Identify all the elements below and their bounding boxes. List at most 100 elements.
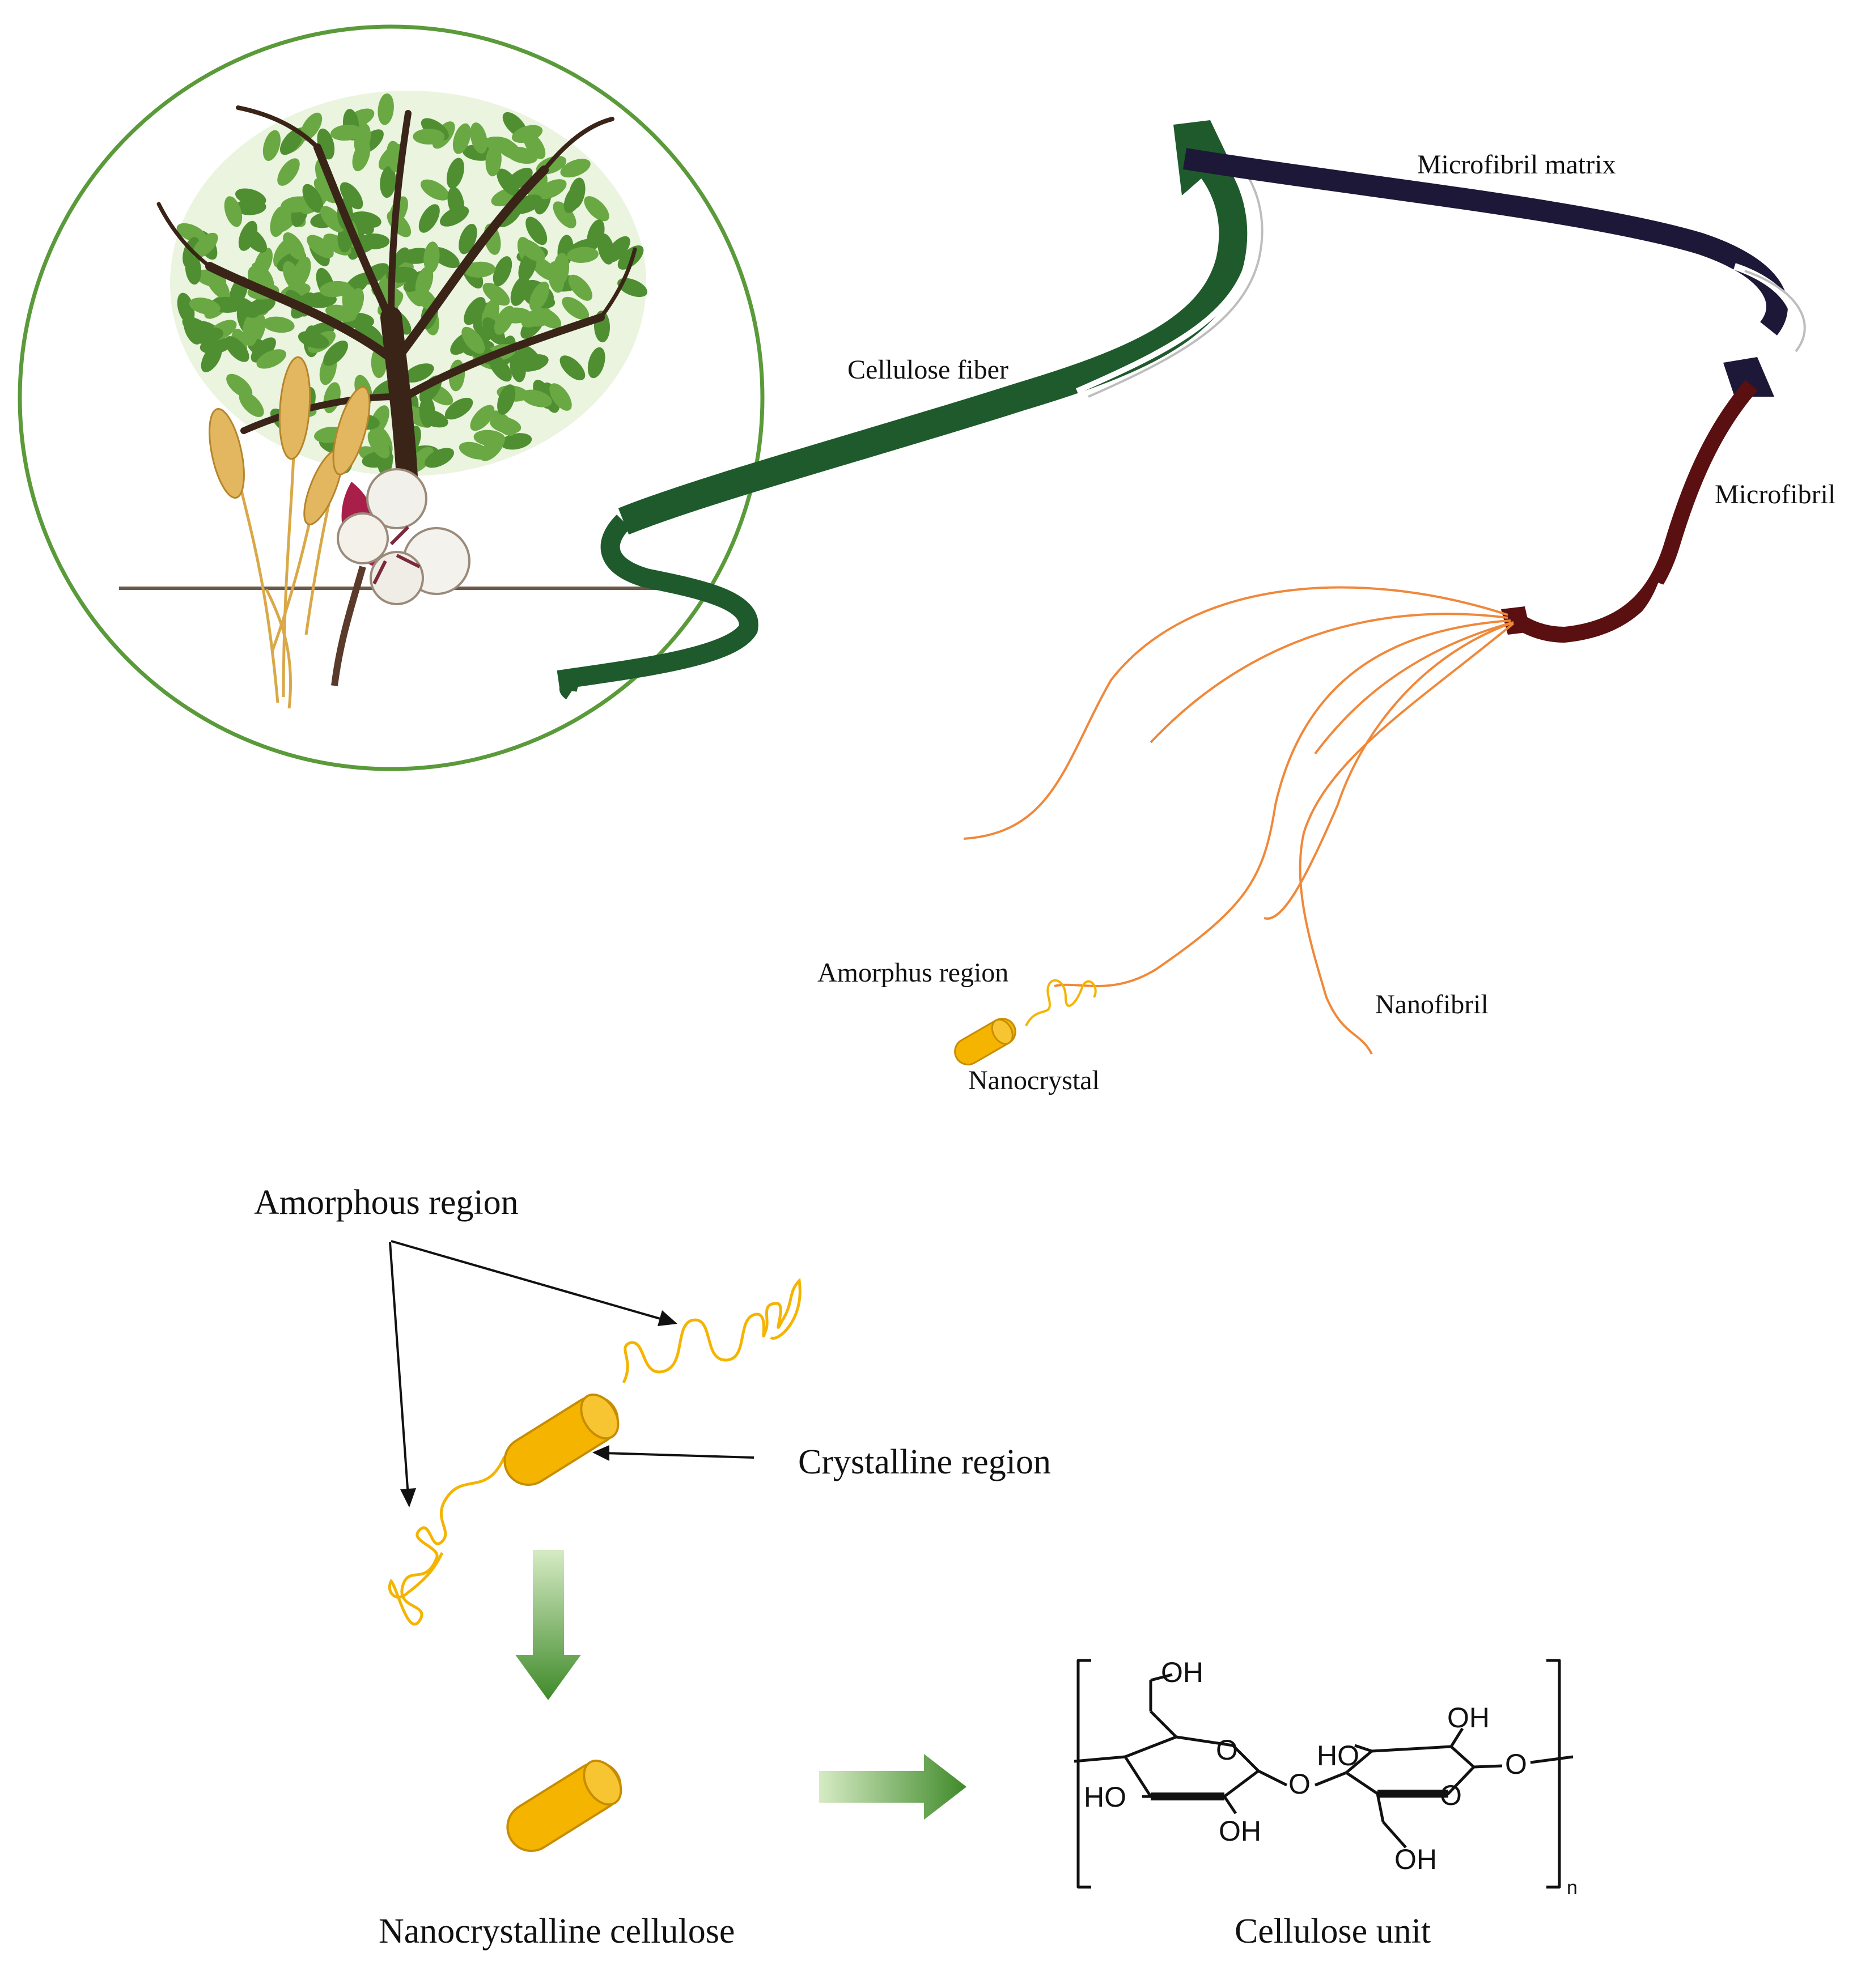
amorphous-squiggle-upper — [622, 1277, 802, 1384]
leaf — [189, 298, 221, 315]
leaf — [568, 274, 592, 301]
leaf — [494, 305, 515, 335]
leaf — [461, 326, 485, 354]
label-microfibril-matrix: Microfibril matrix — [1417, 150, 1616, 180]
leaf — [182, 316, 211, 338]
leaf — [470, 405, 495, 431]
svg-text:O: O — [1440, 1779, 1462, 1811]
svg-text:HO: HO — [1084, 1781, 1126, 1813]
leaf — [270, 206, 288, 237]
leaf — [340, 182, 363, 210]
leaf — [346, 288, 364, 319]
cotton-boll-icon — [331, 468, 470, 686]
svg-text:O: O — [1505, 1748, 1527, 1780]
leaf — [420, 179, 450, 201]
label-nanofibril: Nanofibril — [1375, 989, 1489, 1020]
leaf — [497, 168, 520, 196]
leaf — [587, 219, 605, 250]
leaf — [497, 384, 516, 415]
leaf — [567, 247, 599, 263]
leaf — [494, 137, 522, 160]
nanofibrils — [963, 586, 1515, 1055]
leaf — [307, 235, 334, 258]
leaf — [239, 392, 264, 417]
leaf — [559, 355, 586, 381]
leaf — [518, 239, 545, 262]
leaf — [323, 340, 349, 366]
leaf — [378, 93, 394, 125]
svg-text:OH: OH — [1447, 1702, 1490, 1734]
leaf — [459, 223, 477, 254]
leaf — [563, 184, 584, 213]
leaf — [320, 206, 345, 232]
leaf — [419, 396, 435, 428]
pointer-arrows — [389, 1240, 754, 1507]
leaf — [330, 124, 362, 141]
leaf — [459, 441, 490, 460]
leaf — [367, 430, 390, 458]
amorphus-squiggle-small — [1025, 979, 1097, 1026]
leaf — [463, 261, 495, 278]
leaf — [262, 130, 281, 161]
leaf — [560, 159, 591, 178]
leaf — [537, 179, 567, 199]
leaf — [473, 430, 506, 446]
leaf — [529, 281, 550, 311]
leaf — [415, 266, 434, 298]
crystalline-region-cylinder-icon — [503, 1394, 620, 1486]
cellulose-unit-structure — [1074, 1659, 1574, 1889]
amorphous-squiggle-lower — [388, 1456, 506, 1626]
leaf — [447, 186, 464, 218]
leaf — [423, 241, 440, 274]
leaf — [313, 178, 340, 203]
nanocrystal-small-icon — [954, 1018, 1016, 1065]
leaf — [446, 158, 464, 189]
leaf — [235, 188, 266, 206]
label-crystalline-region: Crystalline region — [798, 1443, 1051, 1481]
leaf — [493, 256, 512, 287]
leaf — [517, 344, 542, 370]
leaf — [224, 336, 249, 362]
leaf — [251, 262, 274, 290]
leaf — [606, 236, 630, 262]
leaf — [584, 196, 609, 222]
leaf — [298, 331, 329, 349]
svg-text:O: O — [1288, 1768, 1311, 1800]
leaf — [464, 297, 486, 325]
leaf — [282, 261, 302, 291]
leaf — [380, 166, 396, 198]
cellulose-fiber-ribbon — [557, 120, 1264, 700]
leaf — [251, 337, 276, 363]
leaf — [193, 232, 218, 258]
leaf — [177, 292, 195, 324]
leaf — [300, 112, 323, 141]
leaf — [521, 307, 550, 328]
leaf — [242, 227, 267, 253]
leaf — [587, 347, 605, 379]
svg-text:O: O — [1216, 1734, 1238, 1766]
leaf — [279, 128, 304, 155]
label-microfibril: Microfibril — [1715, 479, 1835, 509]
microfibril-matrix-ribbon — [1182, 148, 1806, 397]
leaf — [444, 397, 473, 420]
leaf — [283, 232, 306, 260]
leaf — [523, 131, 546, 159]
leaf — [562, 296, 590, 320]
svg-text:OH: OH — [1394, 1843, 1437, 1875]
cellulose-atom-labels: OH O HO OH O HO OH O O OH n — [1084, 1656, 1578, 1898]
leaf — [176, 223, 207, 243]
leaf — [521, 389, 552, 407]
label-nanocrystal: Nanocrystal — [968, 1065, 1100, 1095]
leaf — [452, 123, 471, 154]
leaf — [425, 448, 455, 468]
leaf — [500, 433, 532, 450]
label-amorphus-region: Amorphus region — [817, 958, 1008, 988]
leaf — [549, 383, 572, 411]
leaf — [277, 158, 300, 186]
leaf — [243, 315, 259, 346]
microfibril-ribbon — [1501, 380, 1758, 650]
leaf — [281, 196, 313, 213]
leaf — [617, 278, 648, 298]
leaf — [226, 373, 253, 398]
